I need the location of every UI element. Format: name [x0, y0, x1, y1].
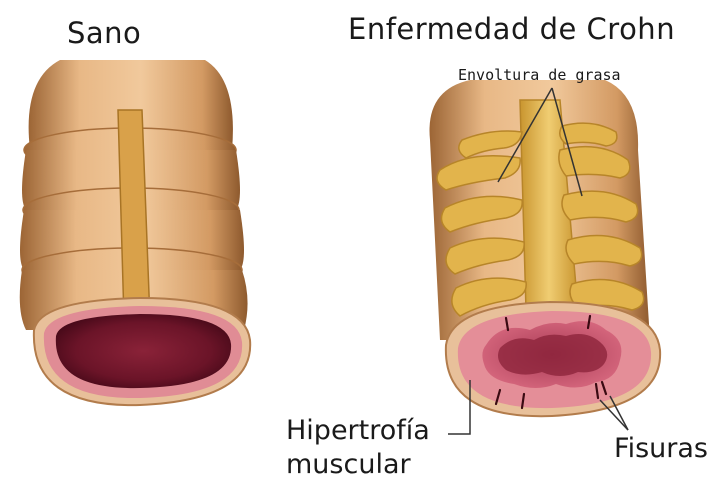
healthy-intestine: [20, 60, 250, 405]
fissures-label: Fisuras: [614, 432, 708, 466]
muscle-hypertrophy-label: Hipertrofía muscular: [286, 414, 430, 482]
healthy-title: Sano: [67, 16, 141, 50]
healthy-cross-section: [34, 298, 250, 405]
crohn-intestine: [430, 80, 661, 416]
crohn-cross-section: [446, 302, 660, 416]
fat-wrapping-label: Envoltura de grasa: [458, 66, 621, 84]
crohn-title: Enfermedad de Crohn: [348, 12, 675, 46]
muscle-label-line2: muscular: [286, 448, 430, 482]
healthy-lumen: [56, 314, 231, 388]
muscle-label-line1: Hipertrofía: [286, 414, 430, 448]
